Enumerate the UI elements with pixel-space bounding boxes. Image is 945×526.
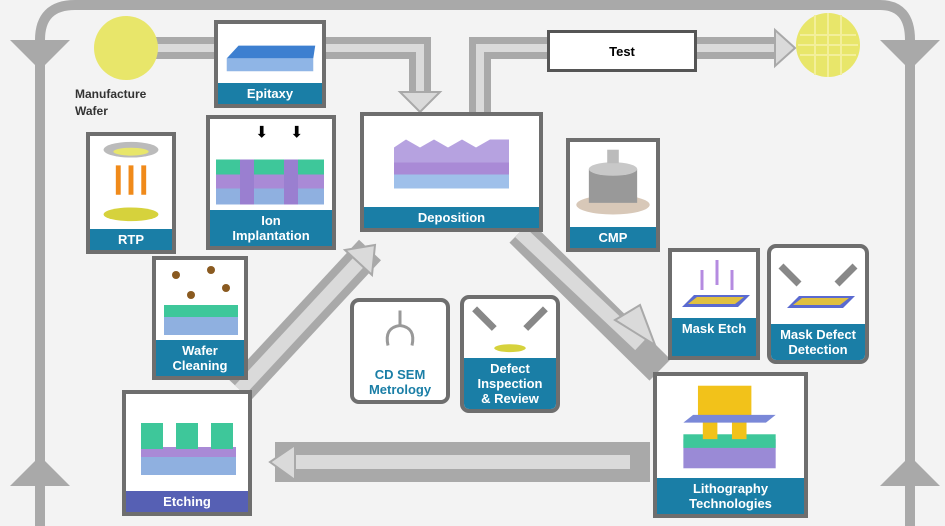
arrow-head-down-right	[880, 40, 940, 70]
step-rtp[interactable]: RTP	[86, 132, 176, 254]
step-deposition[interactable]: Deposition	[360, 112, 543, 232]
test-label: Test	[609, 43, 635, 59]
step-etching[interactable]: Etching	[122, 390, 252, 516]
manufacture-wafer-line2: Wafer	[75, 104, 108, 118]
arrow-head-down-left	[10, 40, 70, 70]
mask-defect-illustration	[771, 248, 865, 324]
manufacture-wafer-label: Manufacture Wafer	[75, 86, 146, 120]
manufacture-wafer-line1: Manufacture	[75, 87, 147, 101]
test-step[interactable]: Test	[547, 30, 697, 72]
ion-implantation-illustration: ⬇⬇	[210, 119, 332, 210]
finished-wafer-icon	[796, 13, 860, 77]
mask-etch-label: Mask Etch	[672, 318, 756, 356]
arrow-head-up-right	[880, 456, 940, 486]
deposition-label: Deposition	[364, 207, 539, 228]
etching-illustration	[126, 394, 248, 491]
wafer-cleaning-illustration	[156, 260, 244, 340]
lithography-illustration	[657, 376, 804, 478]
cmp-label: CMP	[570, 227, 656, 248]
rtp-label: RTP	[90, 229, 172, 250]
step-mask-etch[interactable]: Mask Etch	[668, 248, 760, 360]
epitaxy-label: Epitaxy	[218, 83, 322, 104]
epitaxy-illustration	[218, 24, 322, 83]
outer-loop-arrow	[35, 0, 915, 526]
step-epitaxy[interactable]: Epitaxy	[214, 20, 326, 108]
mask-etch-illustration	[672, 252, 756, 318]
etching-label: Etching	[126, 491, 248, 512]
rtp-illustration	[90, 136, 172, 229]
svg-text:⬇: ⬇	[255, 125, 268, 142]
step-cmp[interactable]: CMP	[566, 138, 660, 252]
defect-inspection-illustration	[464, 299, 556, 358]
cmp-illustration	[570, 142, 656, 227]
deposition-illustration	[364, 116, 539, 207]
cd-sem-illustration	[354, 302, 446, 364]
raw-wafer-icon	[94, 16, 158, 80]
svg-text:⬇: ⬇	[290, 125, 303, 142]
arrow-head-up-left	[10, 456, 70, 486]
